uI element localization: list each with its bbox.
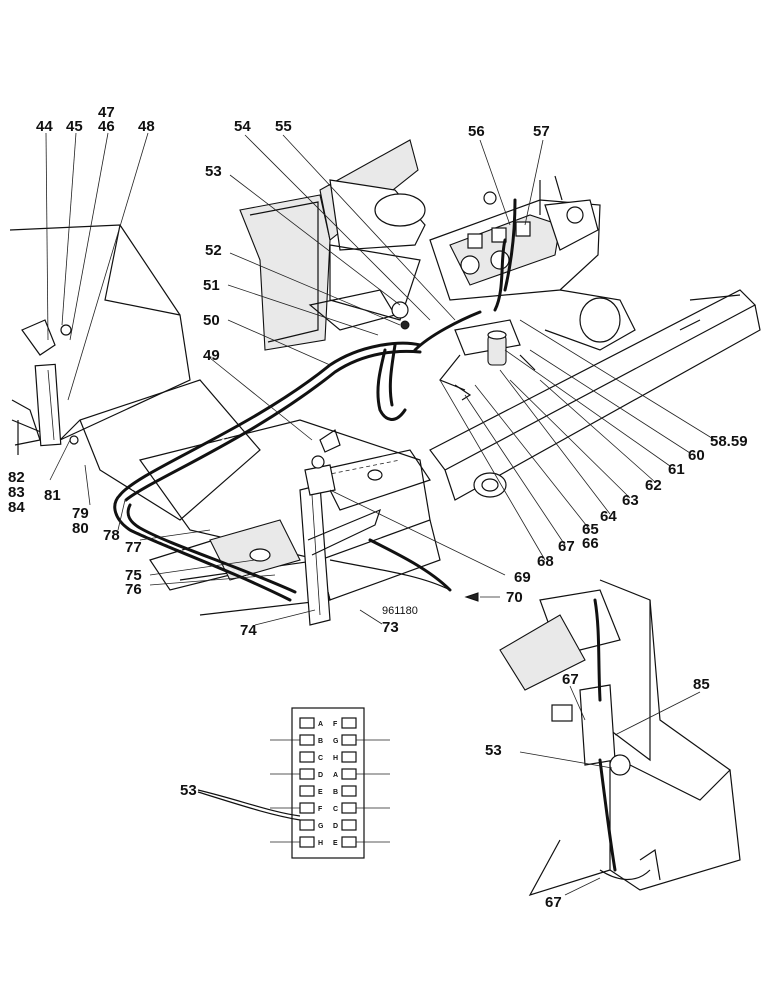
callout-53-fuse: 53 xyxy=(180,782,197,799)
fuse-left xyxy=(299,836,315,848)
callout-54: 54 xyxy=(234,118,251,135)
fuse-letter-left: A xyxy=(318,721,323,728)
fuse-right xyxy=(341,836,357,848)
callout-63: 63 xyxy=(622,492,639,509)
callout-67-detail-bottom: 67 xyxy=(545,894,562,911)
callout-84: 84 xyxy=(8,499,25,516)
callout-85: 85 xyxy=(693,676,710,693)
rear-post xyxy=(299,455,381,626)
wiring-harness xyxy=(113,198,517,602)
callout-49: 49 xyxy=(203,347,220,364)
cab-left-panel xyxy=(9,224,261,521)
fuse-box-detail: A F B G C H D A E B F C G D H E 53 xyxy=(180,707,390,859)
callout-76: 76 xyxy=(125,581,142,598)
callout-68: 68 xyxy=(537,553,554,570)
callout-61: 61 xyxy=(668,461,685,478)
callout-66: 66 xyxy=(582,535,599,552)
callout-47: 47 xyxy=(98,104,115,121)
callout-67-detail-top: 67 xyxy=(562,671,579,688)
callout-52: 52 xyxy=(205,242,222,259)
callout-53: 53 xyxy=(205,163,222,180)
callout-60: 60 xyxy=(688,447,705,464)
fuse-left xyxy=(299,819,315,831)
callout-74: 74 xyxy=(240,622,257,639)
fuse-right xyxy=(341,802,357,814)
floor-battery-box xyxy=(138,419,441,616)
callout-70: 70 xyxy=(506,589,523,606)
callout-67: 67 xyxy=(558,538,575,555)
leader-lines xyxy=(45,132,716,626)
callout-69: 69 xyxy=(514,569,531,586)
callout-64: 64 xyxy=(600,508,617,525)
fuse-left xyxy=(299,768,315,780)
callout-51: 51 xyxy=(203,277,220,294)
fuse-letter-left: H xyxy=(318,840,323,847)
callout-48: 48 xyxy=(138,118,155,135)
callout-81: 81 xyxy=(44,487,61,504)
fuse-left xyxy=(299,751,315,763)
fuse-letter-left: E xyxy=(318,789,323,796)
fuse-letter-left: C xyxy=(318,755,323,762)
callout-78: 78 xyxy=(103,527,120,544)
callout-80: 80 xyxy=(72,520,89,537)
relay-components xyxy=(319,301,536,453)
main-assembly: 44 45 47 46 48 54 55 56 57 53 52 51 50 4… xyxy=(8,104,761,639)
callout-75: 75 xyxy=(125,567,142,584)
fuse-letter-right: F xyxy=(333,721,338,728)
fuse-letter-right: B xyxy=(333,789,338,796)
fuse-right xyxy=(341,734,357,746)
fuse-letter-right: D xyxy=(333,823,338,830)
fuse-letter-right: H xyxy=(333,755,338,762)
fuse-letter-right: G xyxy=(333,738,339,745)
callout-83: 83 xyxy=(8,484,25,501)
callout-45: 45 xyxy=(66,118,83,135)
seat-frames xyxy=(239,139,426,351)
fuse-right xyxy=(341,768,357,780)
callout-58-59: 58.59 xyxy=(710,433,748,450)
callout-57: 57 xyxy=(533,123,550,140)
callout-73: 73 xyxy=(382,619,399,636)
fuse-letter-right: A xyxy=(333,772,338,779)
callout-56: 56 xyxy=(468,123,485,140)
callout-79: 79 xyxy=(72,505,89,522)
fuse-letter-left: F xyxy=(318,806,323,813)
callout-50: 50 xyxy=(203,312,220,329)
callout-62: 62 xyxy=(645,477,662,494)
fuse-right xyxy=(341,785,357,797)
callout-46: 46 xyxy=(98,118,115,135)
callout-44: 44 xyxy=(36,118,53,135)
fuse-letter-right: E xyxy=(333,840,338,847)
fuse-right xyxy=(341,819,357,831)
fuse-letter-left: G xyxy=(318,823,324,830)
callout-77: 77 xyxy=(125,539,142,556)
fuse-letter-right: C xyxy=(333,806,338,813)
fuse-right xyxy=(341,717,357,729)
callout-55: 55 xyxy=(275,118,292,135)
fuse-left xyxy=(299,734,315,746)
fuse-letter-left: B xyxy=(318,738,323,745)
engine xyxy=(429,175,636,351)
fuse-right xyxy=(341,751,357,763)
fuse-left xyxy=(299,785,315,797)
callout-labels: 44 45 47 46 48 54 55 56 57 53 52 51 50 4… xyxy=(8,104,748,639)
fuse-rows: A F B G C H D A E B F C G D H E xyxy=(270,717,390,848)
callout-53-detail: 53 xyxy=(485,742,502,759)
fuse-left xyxy=(299,802,315,814)
fuse-letter-left: D xyxy=(318,772,323,779)
detail-view: 85 53 67 67 xyxy=(485,579,741,911)
callout-82: 82 xyxy=(8,469,25,486)
callout-65: 65 xyxy=(582,521,599,538)
figure-id: 961180 xyxy=(382,605,418,617)
fuse-left xyxy=(299,717,315,729)
